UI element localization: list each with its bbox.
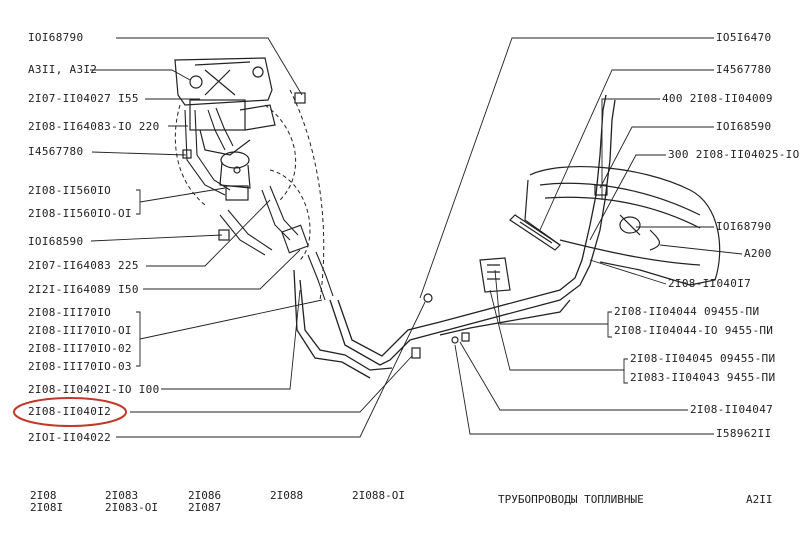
highlight-ellipse [13, 397, 127, 427]
label-left-17: 2IOI-II04022 [28, 431, 112, 444]
label-left-16-highlighted: 2I08-II040I2 [28, 405, 112, 418]
hoses-drawing [184, 107, 334, 301]
label-left-12: 2I08-III70IO-OI [28, 324, 132, 337]
footer-model-2108i: 2I08I [30, 501, 64, 514]
fuel-pump-drawing [219, 151, 251, 201]
page-title: ТРУБОПРОВОДЫ ТОПЛИВНЫЕ [498, 493, 644, 506]
label-right-3: 400 2I08-II04009 [662, 92, 773, 105]
dashed-guides [174, 89, 325, 301]
footer-model-21083: 2I083 [105, 489, 139, 502]
label-right-8: 2I08-II040I7 [668, 277, 752, 290]
clips-drawing [182, 92, 608, 359]
label-left-3: 2I07-II04027 I55 [28, 92, 139, 105]
label-right-4: IOI68590 [716, 120, 772, 133]
footer-model-21083-01: 2I083-OI [105, 501, 158, 514]
fuel-lines [293, 94, 616, 379]
footer-model-21088-01: 2I088-OI [352, 489, 405, 502]
label-right-5: 300 2I08-II04025-IO [668, 148, 800, 161]
leader-lines [90, 37, 743, 438]
page-number: A2II [746, 493, 773, 506]
label-right-10: 2I08-II04044-IO 9455-ПИ [614, 324, 774, 337]
label-left-4: 2I08-II64083-IO 220 [28, 120, 160, 133]
label-left-7: 2I08-II560IO-OI [28, 207, 132, 220]
label-left-15: 2I08-II0402I-IO I00 [28, 383, 160, 396]
label-left-2: A3II, A3I2 [28, 63, 98, 76]
label-right-7: A200 [744, 247, 772, 260]
footer-model-2108: 2I08 [30, 489, 57, 502]
footer-model-21086: 2I086 [188, 489, 222, 502]
label-left-1: IOI68790 [28, 31, 84, 44]
label-right-13: 2I08-II04047 [690, 403, 774, 416]
label-left-5: I4567780 [28, 145, 84, 158]
label-left-9: 2I07-II64083 225 [28, 259, 139, 272]
label-left-10: 2I2I-II64089 I50 [28, 283, 139, 296]
label-left-11: 2I08-III70IO [28, 306, 112, 319]
label-left-8: IOI68590 [28, 235, 84, 248]
footer-model-21088: 2I088 [270, 489, 304, 502]
label-left-14: 2I08-III70IO-03 [28, 360, 132, 373]
label-right-14: I58962II [716, 427, 772, 440]
label-right-2: I4567780 [716, 63, 772, 76]
label-left-6: 2I08-II560IO [28, 184, 112, 197]
label-left-13: 2I08-III70IO-02 [28, 342, 132, 355]
label-right-9: 2I08-II04044 09455-ПИ [614, 305, 760, 318]
label-right-12: 2I083-II04043 9455-ПИ [630, 371, 776, 384]
fuel-tank-drawing [524, 165, 721, 286]
carburetor-drawing [174, 57, 276, 156]
label-right-6: IOI68790 [716, 220, 772, 233]
label-right-1: IO5I6470 [716, 31, 772, 44]
label-right-11: 2I08-II04045 09455-ПИ [630, 352, 776, 365]
footer-model-21087: 2I087 [188, 501, 222, 514]
